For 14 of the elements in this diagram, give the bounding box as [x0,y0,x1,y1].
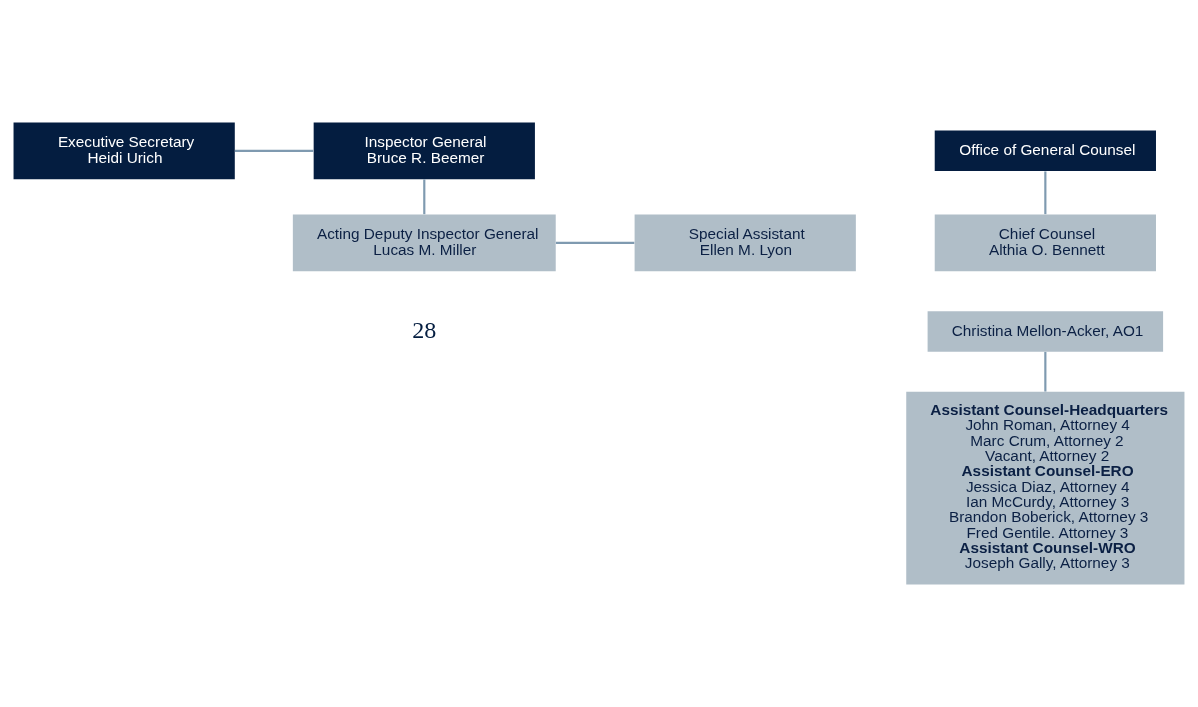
label: 28 [412,316,437,343]
node-box: Inspector General Bruce R. Beemer [313,122,535,180]
connector [423,179,426,215]
node-box: Chief Counsel Althia O. Bennett [934,214,1156,272]
connector [555,241,635,244]
connector [1044,351,1047,392]
node-box: Assistant Counsel-Headquarters John Roman, Attorney 4 Marc Crum, Attorney 2 Vacant, Attorney 2 Assistant Counsel-ERO Jessica Diaz, Attorney 4 Ian McCurdy, Attorney 3 Brandon Boberick, Attorney 3 Fred Gentile. Attorney 3 Assistant Counsel-WRO Joseph Gally, Attorney 3 [906,391,1185,585]
node-box: Acting Deputy Inspector General Lucas M. Miller [292,214,556,272]
connector [234,149,314,152]
node-box: Special Assistant Ellen M. Lyon [634,214,856,272]
node-box: Christina Mellon-Acker, AO1 [927,311,1164,352]
connector [1044,171,1047,215]
node-box: Executive Secretary Heidi Urich [13,122,235,180]
node-box: Office of General Counsel [934,130,1156,172]
